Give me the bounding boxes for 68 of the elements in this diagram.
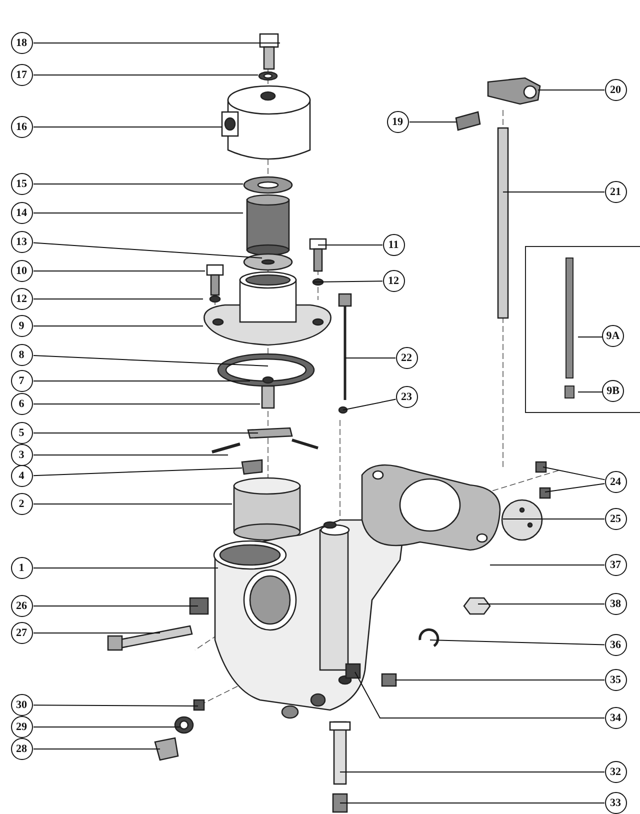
leader-line — [33, 126, 222, 128]
leader-line — [33, 432, 258, 434]
callout-number: 17 — [10, 64, 32, 86]
callout-number: 19 — [386, 110, 408, 132]
leader-line — [542, 466, 606, 480]
leader-line — [33, 380, 250, 382]
callout-number: 15 — [10, 172, 32, 194]
callout-number: 11 — [382, 234, 404, 256]
leader-line — [33, 468, 242, 476]
leader-line — [33, 212, 244, 214]
callout-number: 21 — [604, 180, 626, 202]
leader-line — [314, 280, 383, 282]
callout-number: 24 — [604, 470, 626, 492]
callout-number: 3 — [10, 444, 32, 466]
leader-line — [490, 564, 605, 566]
leader-line — [33, 726, 180, 728]
leader-line — [33, 748, 160, 750]
callout-number: 10 — [10, 260, 32, 282]
inset-panel — [525, 246, 640, 413]
leader-line — [342, 398, 396, 410]
callout-number: 14 — [10, 202, 32, 224]
callout-number: 36 — [604, 634, 626, 656]
leader-line — [33, 74, 258, 76]
callout-number: 33 — [604, 792, 626, 814]
leader-line — [33, 454, 228, 456]
callout-number: 25 — [604, 508, 626, 530]
callout-number: 2 — [10, 492, 32, 514]
callout-number: 18 — [10, 32, 32, 54]
callout-number: 9A — [602, 325, 624, 347]
callout-number: 12 — [10, 288, 32, 310]
leader-line — [544, 483, 606, 492]
leader-line — [33, 270, 206, 272]
leader-line — [33, 632, 160, 634]
callout-number: 22 — [396, 346, 418, 368]
leader-line — [430, 640, 605, 646]
callout-number: 34 — [604, 706, 626, 728]
callout-number: 9B — [602, 380, 624, 402]
callout-number: 7 — [10, 370, 32, 392]
leader-line — [33, 42, 280, 44]
leader-line — [502, 518, 605, 520]
callout-number: 12 — [382, 270, 404, 292]
callout-number: 27 — [10, 622, 32, 644]
leader-line — [578, 336, 603, 338]
callout-number: 30 — [10, 694, 32, 716]
callout-number: 4 — [10, 464, 32, 486]
leader-line — [354, 672, 605, 718]
callout-number: 8 — [10, 344, 32, 366]
callout-number: 28 — [10, 738, 32, 760]
callout-number: 32 — [604, 760, 626, 782]
callout-number: 20 — [604, 78, 626, 100]
leader-line — [340, 802, 605, 804]
callout-number: 35 — [604, 668, 626, 690]
callout-number: 16 — [10, 116, 32, 138]
callout-number: 23 — [396, 386, 418, 408]
callout-number: 29 — [10, 716, 32, 738]
callout-number: 26 — [10, 594, 32, 616]
leader-line — [32, 242, 262, 258]
leader-line — [318, 244, 383, 246]
callout-number: 13 — [10, 230, 32, 252]
callout-number: 38 — [604, 592, 626, 614]
callout-number: 5 — [10, 422, 32, 444]
leader-line — [33, 355, 268, 366]
callout-number: 37 — [604, 554, 626, 576]
callout-number: 6 — [10, 392, 32, 414]
callout-number: 9 — [10, 314, 32, 336]
leader-line — [33, 704, 198, 706]
leader-line — [33, 298, 204, 300]
callout-number: 1 — [10, 556, 32, 578]
